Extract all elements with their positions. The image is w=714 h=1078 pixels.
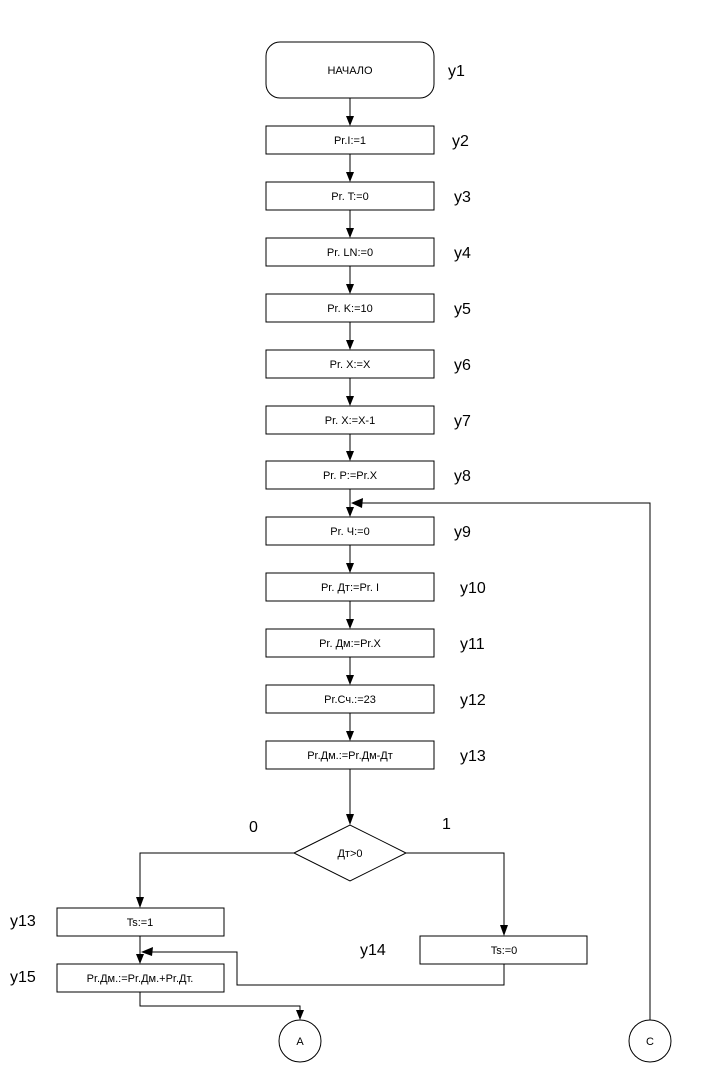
merge-box <box>56 963 225 993</box>
merge-step-label: y15 <box>10 969 36 986</box>
process-label: Pr. K:=10 <box>327 303 373 315</box>
process-box <box>265 405 435 435</box>
arrowhead <box>346 507 354 517</box>
process-label: Pr. LN:=0 <box>327 247 373 259</box>
left-branch-step-label: y13 <box>10 913 36 930</box>
loop-back-line <box>356 502 651 1020</box>
process-box <box>265 293 435 323</box>
arrowhead <box>346 228 354 238</box>
process-label: Pr. X:=X <box>330 359 371 371</box>
process-step-label: y12 <box>460 692 486 709</box>
arrowhead <box>346 116 354 126</box>
process-label: Pr.Сч.:=23 <box>324 694 376 706</box>
connector-c-label: C <box>646 1036 654 1048</box>
process-label: Pr. X:=X-1 <box>325 415 375 427</box>
start-step-label: y1 <box>448 63 465 80</box>
decision-no-label: 0 <box>249 819 258 836</box>
no-branch-line <box>139 852 294 898</box>
process-label: Pr.I:=1 <box>334 135 366 147</box>
arrowhead <box>351 498 363 508</box>
left-branch-label: Ts:=1 <box>127 917 154 929</box>
right-branch-label: Ts:=0 <box>491 945 518 957</box>
connector-line <box>139 992 301 1012</box>
process-step-label: y4 <box>454 245 471 262</box>
arrowhead <box>346 284 354 294</box>
arrowhead <box>346 172 354 182</box>
process-label: Pr. Дм:=Pr.X <box>319 638 381 650</box>
process-step-label: y8 <box>454 468 471 485</box>
decision-label: Дт>0 <box>337 848 362 860</box>
arrowhead <box>136 954 144 964</box>
arrowhead <box>346 563 354 573</box>
connector-a <box>278 1019 322 1063</box>
process-box <box>265 516 435 546</box>
process-box <box>265 349 435 379</box>
yes-branch-line <box>406 852 505 926</box>
merge-label: Pr.Дм.:=Pr.Дм.+Pr.Дт. <box>87 973 194 985</box>
return-line <box>146 951 505 986</box>
process-label: Pr. Дт:=Pr. I <box>321 582 379 594</box>
process-step-label: y3 <box>454 189 471 206</box>
process-box <box>265 684 435 714</box>
process-box <box>265 740 435 770</box>
process-box <box>265 125 435 155</box>
arrowhead <box>346 731 354 741</box>
right-branch-box <box>419 935 588 965</box>
process-label: Pr.Дм.:=Pr.Дм-Дт <box>307 750 393 762</box>
right-branch-step-label: y14 <box>360 942 386 959</box>
process-step-label: y6 <box>454 357 471 374</box>
process-label: Pr. Ч:=0 <box>330 526 369 538</box>
process-step-label: y7 <box>454 413 471 430</box>
decision-yes-label: 1 <box>442 816 451 833</box>
connector-a-label: A <box>296 1036 304 1048</box>
process-step-label: y13 <box>460 748 486 765</box>
arrowhead <box>500 925 508 936</box>
arrowhead <box>346 675 354 685</box>
process-label: Pr. P:=Pr.X <box>323 470 378 482</box>
arrowhead <box>141 947 153 956</box>
process-box <box>265 460 435 490</box>
arrowhead <box>296 1010 304 1020</box>
arrowhead <box>346 814 354 825</box>
arrowhead <box>346 451 354 461</box>
start-label: НАЧАЛО <box>327 65 373 77</box>
process-box <box>265 237 435 267</box>
process-step-label: y2 <box>452 133 469 150</box>
arrowhead <box>346 396 354 406</box>
process-step-label: y10 <box>460 580 486 597</box>
process-box <box>265 572 435 602</box>
process-step-label: y9 <box>454 524 471 541</box>
process-label: Pr. T:=0 <box>331 191 368 203</box>
arrowhead <box>346 619 354 629</box>
left-branch-box <box>56 907 225 937</box>
arrowhead <box>346 340 354 350</box>
process-step-label: y5 <box>454 301 471 318</box>
arrowhead <box>136 897 144 908</box>
process-step-label: y11 <box>460 636 485 653</box>
